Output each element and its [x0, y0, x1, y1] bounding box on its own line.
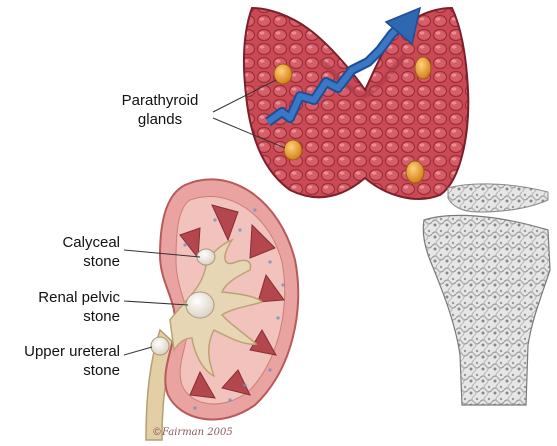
renal-pelvic-stone-label: Renal pelvic stone	[8, 288, 120, 326]
parathyroid-gland-lower-right	[406, 161, 424, 183]
bone-epiphysis	[448, 184, 548, 212]
parathyroid-gland-upper-left	[274, 64, 292, 84]
ureteral-label-line2: stone	[0, 361, 120, 380]
bone-shaft	[423, 215, 550, 405]
upper-ureteral-stone-label: Upper ureteral stone	[0, 342, 120, 380]
artist-signature: ©Fairman 2005	[152, 427, 233, 438]
parathyroid-gland-upper-right	[415, 57, 431, 79]
parathyroid-label-line2: glands	[108, 110, 212, 129]
thyroid-gland	[244, 8, 468, 199]
renal-pelvic-label-line1: Renal pelvic	[8, 288, 120, 307]
ureteral-label-line1: Upper ureteral	[0, 342, 120, 361]
bone-section	[423, 184, 550, 405]
calyceal-stone-label: Calyceal stone	[20, 233, 120, 271]
parathyroid-gland-lower-left	[284, 140, 302, 160]
parathyroid-glands-label: Parathyroid glands	[108, 91, 212, 129]
calyceal-label-line1: Calyceal	[20, 233, 120, 252]
kidney	[146, 179, 298, 440]
renal-pelvic-label-line2: stone	[8, 307, 120, 326]
parathyroid-label-line1: Parathyroid	[108, 91, 212, 110]
upper-ureteral-stone	[151, 337, 169, 355]
renal-pelvic-stone	[186, 292, 214, 318]
calyceal-label-line2: stone	[20, 252, 120, 271]
